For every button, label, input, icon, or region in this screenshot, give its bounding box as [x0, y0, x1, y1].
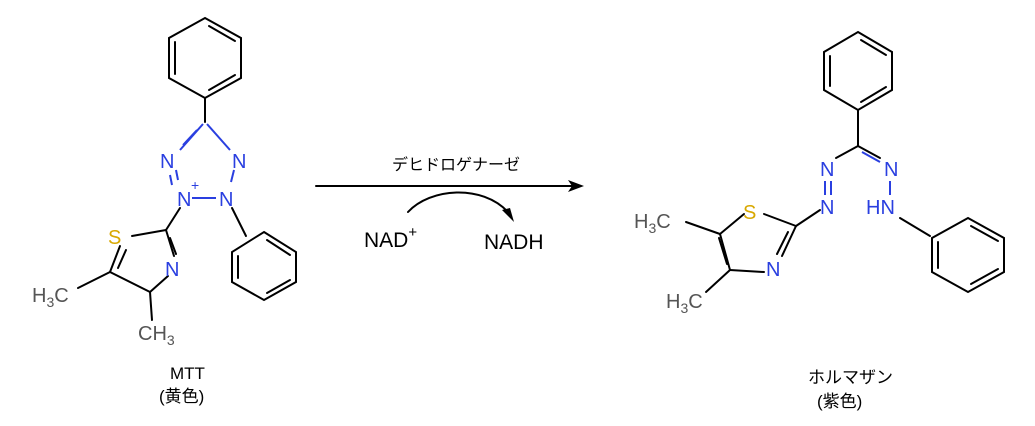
mtt-lower-phenyl-ring	[231, 230, 297, 302]
mtt-atom-n4: N	[219, 189, 233, 211]
cofactor-nadh-label: NADH	[484, 231, 544, 254]
mtt-color-label: (黄色)	[159, 387, 204, 406]
formazan-methyl-1: H3C	[634, 211, 671, 236]
reaction-arrow	[315, 180, 584, 192]
formazan-atom-s: S	[743, 202, 756, 224]
mtt-atom-n-thiazole: N	[165, 259, 179, 281]
formazan-atom-n3: N	[820, 197, 834, 219]
mtt-atom-n1: N	[160, 151, 174, 173]
formazan-methyl-2: H3C	[666, 291, 703, 316]
formazan-atom-n1: N	[820, 159, 834, 181]
formazan-thiazole-ring	[718, 213, 797, 273]
formazan-lower-phenyl-ring	[931, 216, 1005, 294]
mtt-positive-charge: +	[191, 177, 199, 193]
formazan-atom-n-thiazole: N	[766, 259, 780, 281]
mtt-tetrazolium-ring	[169, 123, 235, 199]
mtt-top-phenyl-ring	[168, 16, 242, 100]
mtt-atom-s: S	[108, 227, 121, 249]
mtt-methyl-1: H3C	[32, 285, 69, 310]
mtt-name-label: MTT	[170, 364, 205, 383]
formazan-structure: N N N HN S N H3C	[634, 30, 1005, 316]
formazan-color-label: (紫色)	[817, 392, 862, 411]
formazan-top-phenyl-ring	[823, 30, 893, 112]
enzyme-label: デヒドロゲナーゼ	[392, 155, 520, 174]
formazan-atom-hn: HN	[866, 197, 895, 219]
cofactor-curved-arrow	[407, 191, 514, 222]
formazan-name-label: ホルマザン	[808, 368, 893, 387]
mtt-atom-n2: N	[232, 151, 246, 173]
mtt-structure: N N N + N S N H3C CH3	[32, 16, 297, 348]
cofactor-nad-label: NAD+	[364, 224, 417, 252]
formazan-atom-n2: N	[884, 159, 898, 181]
mtt-thiazole-ring	[109, 229, 177, 293]
mtt-atom-n3: N	[177, 189, 191, 211]
mtt-methyl-2: CH3	[138, 323, 175, 348]
